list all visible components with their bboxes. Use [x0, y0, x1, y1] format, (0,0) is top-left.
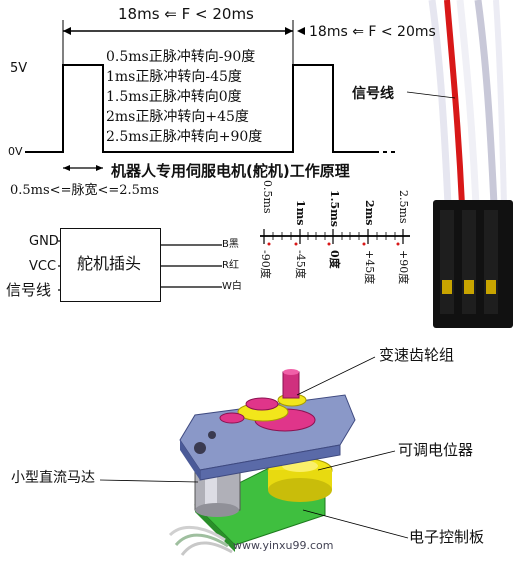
pulse-note: 2ms正脉冲转向+45度	[106, 109, 249, 125]
gear-set-label: 变速齿轮组	[379, 346, 455, 364]
servo-exploded-view	[168, 369, 356, 556]
servo-plug-label: 舵机插头	[77, 254, 142, 273]
wire-label: W白	[222, 281, 242, 292]
scale-bottom-label: -90度	[259, 250, 272, 279]
period-label: 18ms ⇐ F < 20ms	[118, 5, 254, 23]
scale-top-label: 1ms	[294, 200, 307, 226]
pulse-note: 2.5ms正脉冲转向+90度	[106, 129, 263, 145]
high-level-label: 5V	[10, 61, 28, 76]
scale-top-label: 0.5ms	[261, 180, 274, 214]
signal-wire-label: 信号线	[352, 86, 394, 102]
pin-label: 信号线	[6, 281, 52, 299]
scale-top-label: 1.5ms	[328, 190, 341, 227]
scale-bottom-label: +90度	[397, 250, 410, 285]
pulse-width-range: 0.5ms<=脉宽<=2.5ms	[10, 183, 159, 198]
low-level-label: 0V	[8, 145, 23, 158]
wire-label: R红	[222, 260, 239, 271]
diagram-title: 机器人专用伺服电机(舵机)工作原理	[111, 162, 350, 180]
wire-label: B黑	[222, 239, 239, 250]
scale-bottom-label: +45度	[363, 250, 376, 285]
pin-label: GND	[29, 234, 59, 249]
potentiometer-label: 可调电位器	[398, 441, 474, 459]
scale-bottom-label: 0度	[328, 250, 341, 269]
watermark: www.yinxu99.com	[233, 539, 334, 552]
servo-cable-photo	[428, 0, 513, 328]
pin-label: VCC	[29, 259, 57, 274]
pulse-note: 1.5ms正脉冲转向0度	[106, 89, 242, 105]
scale-top-label: 2.5ms	[397, 190, 410, 224]
scale-bottom-label: -45度	[294, 250, 307, 279]
scale-top-label: 2ms	[363, 200, 376, 226]
dc-motor-label: 小型直流马达	[11, 470, 95, 486]
control-board-label: 电子控制板	[409, 528, 485, 546]
servo-plug-box: 舵机插头	[60, 228, 161, 302]
period-label-next: 18ms ⇐ F < 20ms	[309, 24, 436, 40]
pulse-note: 1ms正脉冲转向-45度	[106, 69, 242, 85]
pulse-note: 0.5ms正脉冲转向-90度	[106, 49, 256, 65]
